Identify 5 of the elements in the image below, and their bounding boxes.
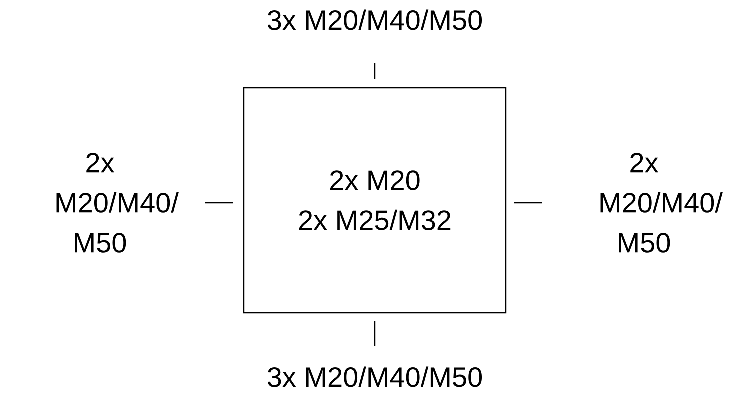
port-label: 2x M20/M40/ M50 bbox=[600, 153, 723, 253]
port-label: 3x M20/M40/M50 bbox=[268, 366, 482, 388]
port-label: 2x M20/M40/ M50 bbox=[56, 153, 179, 253]
port-label: 3x M20/M40/M50 bbox=[268, 10, 482, 30]
box: 2x M20 2x M25/M32 bbox=[243, 87, 507, 314]
